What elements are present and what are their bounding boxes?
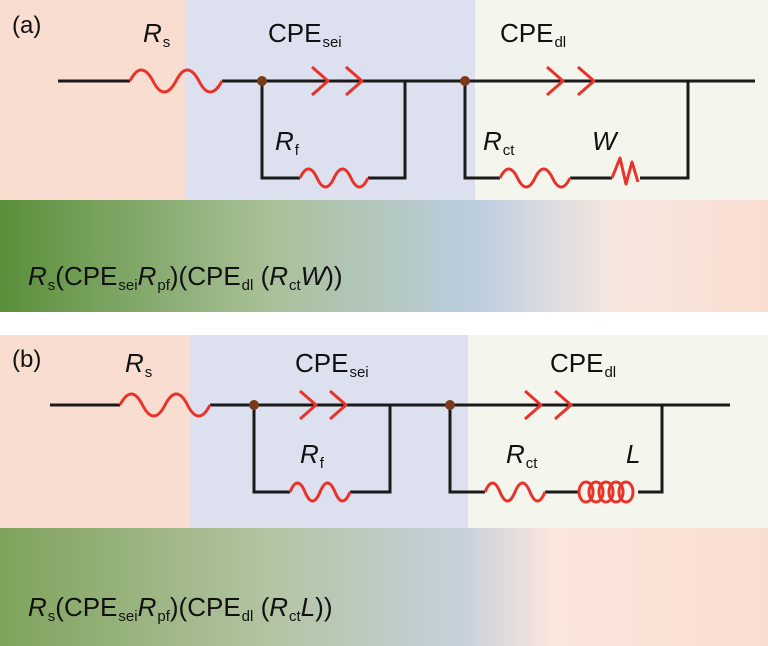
rs-main-a: R: [143, 18, 162, 48]
formula-a-s6: ct: [289, 277, 301, 294]
formula-b-p2: (CPE: [55, 592, 118, 622]
formula-b-p1: R: [28, 592, 47, 622]
cpe-sei-sub-a: sei: [322, 34, 342, 51]
panel-a-formula-band: [0, 200, 768, 312]
cpe-dl-element-a: [546, 65, 596, 97]
formula-b: Rs(CPEseiRpf)(CPEdl (RctL)): [28, 594, 333, 624]
rct-label-a: Rct: [483, 128, 514, 158]
formula-a-p7: W: [300, 261, 326, 291]
rf-main-b: R: [300, 439, 319, 469]
inductor-element-b: [577, 480, 635, 504]
cpe-dl-main-b: CPE: [550, 348, 604, 378]
cpe-dl-label-a: CPEdl: [500, 20, 566, 50]
formula-a-s2: sei: [118, 277, 138, 294]
rf-resistor-a: [298, 167, 370, 189]
rs-resistor-a: [128, 68, 224, 94]
rf-sub-a: f: [294, 142, 299, 159]
formula-b-p8: )): [315, 592, 333, 622]
cpe-dl-main-a: CPE: [500, 18, 554, 48]
formula-b-s3: pf: [157, 608, 170, 625]
formula-a-s1: s: [47, 277, 56, 294]
rf-label-b: Rf: [300, 441, 324, 471]
formula-b-p6: R: [269, 592, 289, 622]
formula-a-s4: dl: [241, 277, 254, 294]
formula-b-s1: s: [47, 608, 56, 625]
rf-resistor-b: [288, 481, 352, 503]
rct-label-b: Rct: [506, 441, 537, 471]
panel-a-wires: [58, 79, 755, 180]
cpe-sei-label-b: CPEsei: [295, 350, 369, 380]
cpe-dl-element-b: [524, 389, 573, 421]
warburg-label-a: W: [592, 126, 617, 156]
cpe-sei-element-a: [311, 65, 364, 97]
formula-b-p7: L: [300, 592, 316, 622]
panel-b-elements: [118, 389, 635, 504]
inductor-label-b: L: [626, 439, 641, 469]
cpe-sei-element-b: [299, 389, 348, 421]
node-b-2: [445, 400, 455, 410]
rct-main-b: R: [506, 439, 525, 469]
formula-a-p4: )(CPE: [169, 261, 241, 291]
cpe-sei-main-b: CPE: [295, 348, 349, 378]
rf-main-a: R: [275, 126, 294, 156]
panel-label-a: (a): [12, 12, 42, 39]
formula-a: Rs(CPEseiRpf)(CPEdl (RctW)): [28, 263, 343, 293]
cpe-dl-label-b: CPEdl: [550, 350, 616, 380]
panel-a-nodes: [257, 76, 470, 86]
warburg-element-a: [610, 156, 640, 186]
panel-b-formula-band: [0, 528, 768, 646]
rs-sub-b: s: [144, 364, 153, 381]
panel-a-bg-sei: [185, 0, 475, 200]
panel-b-nodes: [249, 400, 455, 410]
formula-a-p2: (CPE: [55, 261, 118, 291]
panel-a-bg-rs: [0, 0, 185, 200]
formula-a-p8: )): [325, 261, 343, 291]
formula-b-s6: ct: [289, 608, 301, 625]
node-a-1: [257, 76, 267, 86]
cpe-sei-sub-b: sei: [349, 364, 369, 381]
panel-b-bg-rs: [0, 335, 190, 528]
cpe-dl-sub-a: dl: [554, 34, 567, 51]
rs-resistor-b: [118, 392, 212, 418]
rf-sub-b: f: [319, 455, 324, 472]
cpe-sei-main-a: CPE: [268, 18, 322, 48]
rs-sub-a: s: [162, 34, 171, 51]
rs-label-b: Rs: [125, 350, 152, 380]
formula-a-p6: R: [269, 261, 289, 291]
node-a-2: [460, 76, 470, 86]
formula-b-p5: (: [253, 592, 270, 622]
formula-a-p3: R: [137, 261, 157, 291]
rf-label-a: Rf: [275, 128, 299, 158]
node-b-1: [249, 400, 259, 410]
formula-a-p1: R: [28, 261, 47, 291]
rct-resistor-b: [483, 481, 547, 503]
panel-b-bg-sei: [190, 335, 468, 528]
formula-b-s4: dl: [241, 608, 254, 625]
panel-a-elements: [128, 65, 640, 189]
formula-b-s2: sei: [118, 608, 138, 625]
formula-b-p4: )(CPE: [169, 592, 241, 622]
rct-sub-b: ct: [525, 455, 538, 472]
rs-label-a: Rs: [143, 20, 170, 50]
formula-a-s3: pf: [157, 277, 170, 294]
formula-a-p5: (: [253, 261, 270, 291]
rct-resistor-a: [498, 167, 572, 189]
cpe-sei-label-a: CPEsei: [268, 20, 342, 50]
panel-b-wires: [50, 403, 730, 494]
panel-label-b: (b): [12, 346, 42, 373]
rct-main-a: R: [483, 126, 502, 156]
cpe-dl-sub-b: dl: [604, 364, 617, 381]
rs-main-b: R: [125, 348, 144, 378]
rct-sub-a: ct: [502, 142, 515, 159]
formula-b-p3: R: [137, 592, 157, 622]
